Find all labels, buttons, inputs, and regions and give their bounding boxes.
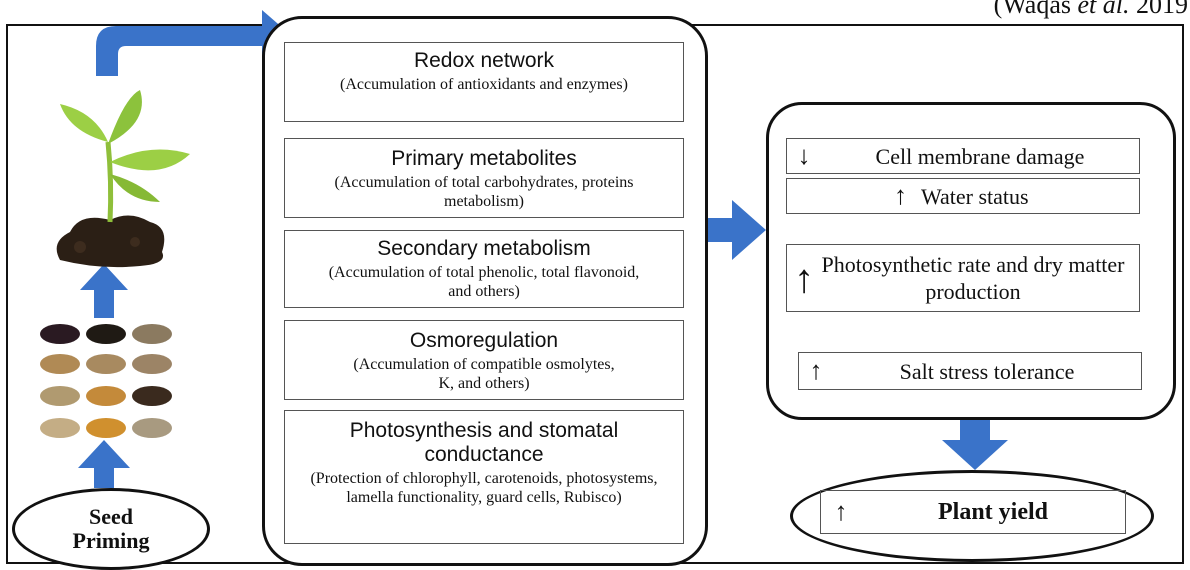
mechanism-photosynthesis: Photosynthesis and stomatal conductance … — [284, 410, 684, 544]
down-arrow-to-yield — [942, 420, 1008, 470]
outcome-water-status: ↑ Water status — [786, 178, 1140, 214]
mechanism-subtitle: (Accumulation of antioxidants and enzyme… — [340, 76, 628, 93]
bent-arrow-to-mechanisms — [96, 10, 292, 76]
outcome-photosynthetic-rate: ↑ Photosynthetic rate and dry matter pro… — [786, 244, 1140, 312]
outcome-text: Salt stress tolerance — [899, 358, 1075, 384]
mechanism-osmoregulation: Osmoregulation (Accumulation of compatib… — [284, 320, 684, 400]
seed-priming-label: Seed Priming — [72, 504, 150, 553]
mechanism-redox-network: Redox network (Accumulation of antioxida… — [284, 42, 684, 122]
up-arrow-lower — [78, 440, 130, 488]
mechanism-subtitle: (Protection of chlorophyll, carotenoids,… — [310, 470, 658, 506]
plant-yield-node — [790, 470, 1154, 562]
plant-yield-box: ↑ Plant yield — [820, 490, 1126, 534]
citation-author: (Waqas — [993, 0, 1078, 19]
outcome-cell-membrane: ↓ Cell membrane damage — [786, 138, 1140, 174]
mechanism-title: Photosynthesis and stomatal conductance — [349, 419, 619, 466]
right-arrow-to-outcomes — [708, 200, 766, 260]
citation-year: 2019 — [1129, 0, 1188, 19]
up-arrow-icon: ↑ — [834, 497, 848, 526]
mechanism-subtitle: (Accumulation of total carbohydrates, pr… — [334, 174, 634, 210]
mechanism-title: Secondary metabolism — [377, 237, 591, 260]
mechanism-primary-metabolites: Primary metabolites (Accumulation of tot… — [284, 138, 684, 218]
mechanism-title: Primary metabolites — [391, 147, 577, 170]
mechanism-title: Redox network — [413, 49, 555, 72]
citation: (Waqas et al. 2019 — [994, 0, 1188, 20]
up-arrow-upper — [80, 264, 128, 318]
seedling-image — [56, 90, 190, 268]
seed-priming-node: Seed Priming — [12, 488, 210, 570]
mechanism-title: Osmoregulation — [409, 329, 559, 352]
plant-yield-label: Plant yield — [937, 498, 1048, 525]
citation-etal: et al. — [1077, 0, 1130, 19]
mechanism-secondary-metabolism: Secondary metabolism (Accumulation of to… — [284, 230, 684, 308]
outcome-salt-stress-tolerance: ↑ Salt stress tolerance — [798, 352, 1142, 390]
down-arrow-icon: ↓ — [797, 141, 811, 170]
mechanism-subtitle: (Accumulation of total phenolic, total f… — [328, 264, 640, 300]
up-arrow-icon: ↑ — [809, 356, 823, 385]
up-arrow-icon: ↑ — [894, 181, 907, 210]
outcome-text: Photosynthetic rate and dry matter produ… — [821, 252, 1125, 304]
up-arrow-icon: ↑ — [794, 255, 814, 301]
mechanism-subtitle: (Accumulation of compatible osmolytes, K… — [353, 356, 615, 392]
outcome-text: Water status — [921, 183, 1029, 209]
outcome-text: Cell membrane damage — [875, 143, 1085, 169]
seed-samples-image — [40, 324, 172, 438]
